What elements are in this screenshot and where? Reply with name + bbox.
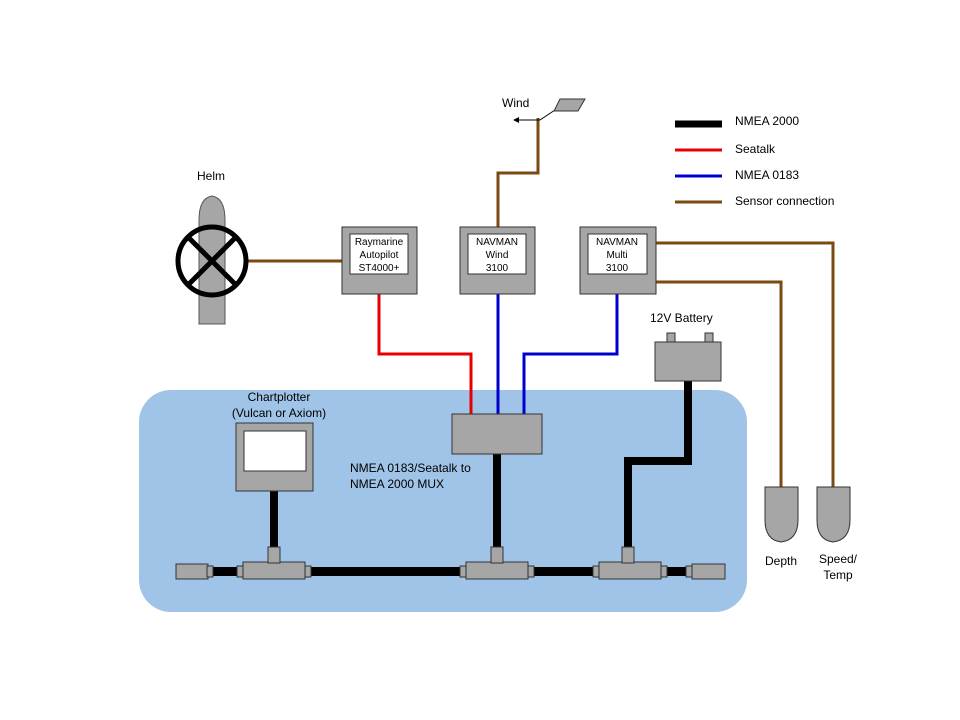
nmea2000-drops	[270, 380, 692, 548]
speed-label-1: Speed/	[819, 552, 858, 566]
legend: NMEA 2000 Seatalk NMEA 0183 Sensor conne…	[675, 114, 834, 208]
speed-transducer-icon	[816, 486, 851, 543]
chartplotter-label-1: Chartplotter	[248, 390, 311, 404]
t-connector-2	[459, 546, 535, 580]
wind-instr-line1: NAVMAN	[476, 237, 518, 248]
helm-label: Helm	[197, 169, 225, 183]
sensor-connections	[246, 118, 835, 487]
multi-instrument-device: NAVMAN Multi 3100	[579, 226, 657, 295]
seatalk-line	[377, 294, 473, 414]
nmea2000-backbone	[175, 546, 726, 580]
mux-label-2: NMEA 2000 MUX	[350, 477, 444, 491]
battery-label: 12V Battery	[650, 311, 713, 325]
wind-vane-icon	[513, 98, 586, 123]
battery-icon	[654, 332, 722, 382]
chartplotter-label-2: (Vulcan or Axiom)	[232, 406, 326, 420]
legend-label-seatalk: Seatalk	[735, 142, 776, 156]
depth-transducer-icon	[764, 486, 799, 543]
multi-instr-line1: NAVMAN	[596, 237, 638, 248]
chartplotter-device	[235, 422, 314, 492]
battery-drop	[624, 380, 692, 548]
t-connector-1	[236, 546, 312, 580]
wind-label: Wind	[502, 96, 529, 110]
multi-instr-line3: 3100	[606, 263, 629, 274]
terminator-right	[691, 563, 726, 580]
depth-label: Depth	[765, 554, 797, 568]
helm-icon	[175, 195, 249, 325]
legend-label-nmea0183: NMEA 0183	[735, 168, 799, 182]
autopilot-line2: Autopilot	[360, 250, 399, 261]
speed-label-2: Temp	[823, 568, 853, 582]
multi-instr-line2: Multi	[606, 250, 627, 261]
wind-instr-line3: 3100	[486, 263, 509, 274]
t-connector-3	[592, 546, 668, 580]
wind-sensor-line	[496, 118, 540, 227]
autopilot-device: Raymarine Autopilot ST4000+	[341, 226, 418, 295]
legend-label-sensor: Sensor connection	[735, 194, 834, 208]
wind-instr-line2: Wind	[486, 250, 509, 261]
mux-label-1: NMEA 0183/Seatalk to	[350, 461, 471, 475]
legend-label-nmea2000: NMEA 2000	[735, 114, 799, 128]
speed-sensor-line	[656, 241, 835, 487]
wind-instrument-device: NAVMAN Wind 3100	[459, 226, 536, 295]
autopilot-line3: ST4000+	[359, 263, 400, 274]
depth-sensor-line	[656, 280, 783, 487]
multi-instr-0183-line	[522, 294, 619, 414]
mux-device	[451, 413, 543, 455]
terminator-left	[175, 563, 209, 580]
nmea0183-connections	[496, 294, 619, 414]
autopilot-line1: Raymarine	[355, 237, 404, 248]
